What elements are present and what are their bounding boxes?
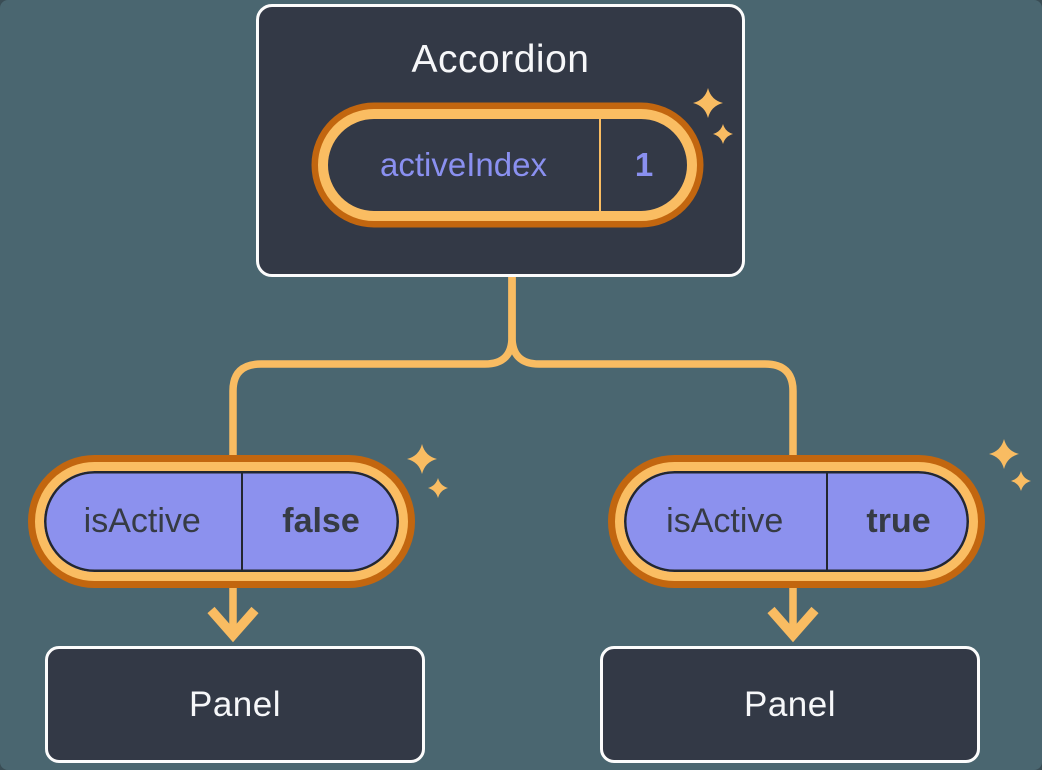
sparkle-big: [693, 88, 723, 118]
panel-box-right: Panel: [600, 646, 980, 763]
prop-pill-isactive-false: isActive false: [35, 462, 408, 581]
panel-box-left: Panel: [45, 646, 425, 763]
pill-divider: [240, 471, 243, 572]
accordion-title: Accordion: [411, 38, 590, 81]
pill-divider: [825, 471, 828, 572]
prop-pill-isactive-true: isActive true: [615, 462, 978, 581]
branch-line-right: [508, 274, 797, 630]
prop-pill-label: isActive: [83, 502, 201, 540]
panel-title: Panel: [743, 684, 837, 724]
sparkle-small: [1011, 471, 1031, 491]
pill-divider: [599, 119, 601, 211]
prop-pill-value: true: [866, 502, 931, 540]
prop-pill-label: isActive: [666, 502, 784, 540]
sparkle-icon: [989, 439, 1031, 491]
state-pill-activeindex: activeIndex 1: [318, 109, 697, 221]
sparkle-small: [713, 124, 733, 144]
sparkle-big: [989, 439, 1019, 469]
panel-title: Panel: [188, 684, 282, 724]
arrow-down-icon: [207, 606, 259, 643]
sparkle-icon: [693, 88, 733, 144]
sparkle-big: [407, 444, 437, 474]
state-pill-label: activeIndex: [380, 146, 547, 183]
sparkle-icon: [407, 444, 448, 498]
state-pill-value: 1: [634, 146, 654, 183]
arrow-down-icon: [767, 606, 819, 643]
sparkle-small: [428, 478, 448, 498]
prop-pill-value: false: [282, 502, 360, 540]
